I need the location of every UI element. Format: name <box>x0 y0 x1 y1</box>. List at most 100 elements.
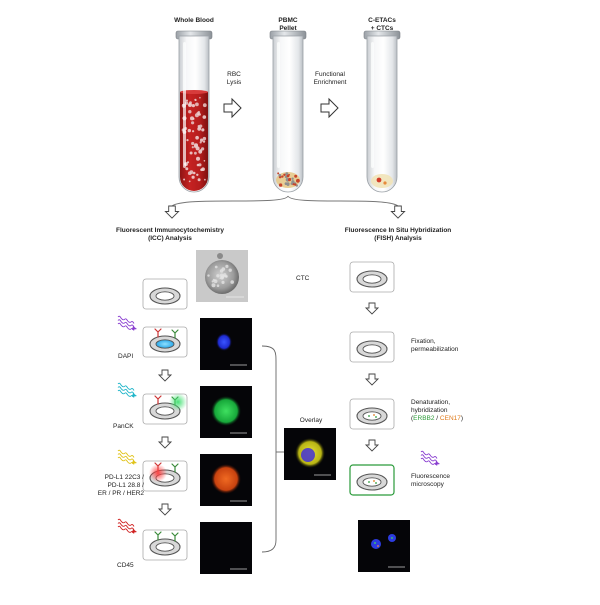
overlay-nucleus <box>301 448 315 462</box>
light-wave-icon <box>117 453 135 462</box>
brightfield-granule <box>225 264 229 268</box>
pellet-cell <box>296 178 300 183</box>
fish-step-arrow <box>364 373 380 386</box>
pellet-cell <box>278 173 282 177</box>
fish-step-arrow <box>364 439 380 452</box>
blood-cell <box>189 170 194 175</box>
pellet-cell <box>286 174 290 178</box>
pdl1-label-line3: ER / PR / HER2 <box>97 490 144 497</box>
fish-down-arrow <box>390 205 406 219</box>
light-wave-icon <box>117 522 135 531</box>
cd45-label: CD45 <box>117 562 134 569</box>
brightfield-granule <box>221 276 224 279</box>
light-wave-icon <box>117 382 135 391</box>
micrograph-dapi <box>200 318 252 370</box>
icc-step-arrow <box>157 436 173 449</box>
y-antibody-icon <box>154 531 162 541</box>
micrograph-pdl1 <box>200 454 252 506</box>
panck-label: PanCK <box>113 423 134 430</box>
nucleus-icon <box>362 274 382 284</box>
blood-cell <box>198 113 201 116</box>
y-antibody-icon <box>154 395 162 405</box>
blood-cell <box>187 128 191 133</box>
brightfield-granule <box>228 268 232 272</box>
blood-cell <box>200 138 204 142</box>
light-wave-icon <box>117 449 135 458</box>
light-cd45 <box>117 518 137 534</box>
blood-cell <box>191 104 195 108</box>
overlay-bracket <box>261 345 284 553</box>
fixation-label-line1: Fixation, <box>411 338 436 345</box>
blood-cell <box>201 147 205 151</box>
blood-cell <box>193 144 198 149</box>
micrograph-cd45 <box>200 522 252 574</box>
pdl1-label-line1: PD-L1 22C3 / <box>104 474 144 481</box>
blood-cell <box>199 141 202 144</box>
icc-title-line2: (ICC) Analysis <box>148 235 192 242</box>
whole-blood-label: Whole Blood <box>174 17 214 24</box>
nucleus-icon <box>155 542 175 552</box>
icc-cell-ctc <box>142 278 188 310</box>
functional-enrichment-label-line1: Functional <box>315 71 345 78</box>
light-arrowhead <box>132 393 137 397</box>
pellet-cell <box>294 174 298 178</box>
brightfield-granule <box>211 283 216 288</box>
blood-cell <box>189 102 191 104</box>
blood-cell <box>191 146 194 149</box>
probe-dot-orange <box>373 414 375 416</box>
icc-title-line1: Fluorescent Immunocytochemistry <box>116 227 224 234</box>
bracket-line <box>261 345 277 553</box>
micrograph-fish <box>358 520 410 572</box>
probe-dot-green <box>368 415 370 417</box>
blood-cell <box>190 116 194 121</box>
blood-cell <box>201 128 205 132</box>
blood-cell <box>189 151 193 155</box>
brightfield-granule <box>230 280 234 284</box>
fish-title-line2: (FISH) Analysis <box>374 235 422 242</box>
light-wave-icon <box>420 450 438 459</box>
enrichment-arrow <box>320 97 339 119</box>
blood-cell <box>195 102 199 107</box>
light-wave-icon <box>420 457 438 466</box>
blood-cell <box>203 160 206 162</box>
micrograph-panck <box>200 386 252 438</box>
pellet-cell <box>291 180 295 184</box>
light-dapi <box>117 315 137 331</box>
blood-cell <box>188 180 191 183</box>
brightfield-bleb <box>217 253 223 259</box>
blood-cell <box>202 136 207 141</box>
blood-cell <box>197 126 201 130</box>
fish-signal-orange <box>377 545 379 547</box>
blood-cell <box>204 178 206 181</box>
tube-highlight <box>277 42 280 168</box>
probe-dot-green <box>375 482 377 484</box>
probe-sep: / <box>434 415 440 422</box>
y-antibody-icon <box>171 463 179 473</box>
blood-cell <box>196 163 200 167</box>
fixation-label-line2: permeabilization <box>411 346 459 353</box>
fluorescence-glow <box>169 393 187 411</box>
cetac-cell <box>376 177 382 183</box>
light-wave-icon <box>117 319 135 328</box>
brightfield-granule <box>207 274 210 277</box>
tube-highlight <box>371 42 374 168</box>
dapi-label: DAPI <box>118 353 134 360</box>
blood-surface <box>180 90 208 94</box>
brightfield-ctc <box>196 250 248 302</box>
pellet-cell <box>288 178 291 182</box>
blood-cell <box>197 178 201 182</box>
fluorescence-glow <box>149 464 167 482</box>
microscopy-label-line1: Fluorescence <box>411 473 451 480</box>
probe-erbb2: ERBB2 <box>413 415 435 422</box>
enriched-pellet <box>371 174 393 188</box>
blood-cell <box>202 140 206 143</box>
light-arrowhead <box>435 461 440 465</box>
brightfield-granule <box>221 280 225 284</box>
brightfield-granule <box>219 273 224 278</box>
ctc-label: CTC <box>296 275 310 282</box>
tube-whole-blood <box>175 30 213 193</box>
nucleus-icon <box>362 411 382 421</box>
blood-cell <box>201 167 205 171</box>
